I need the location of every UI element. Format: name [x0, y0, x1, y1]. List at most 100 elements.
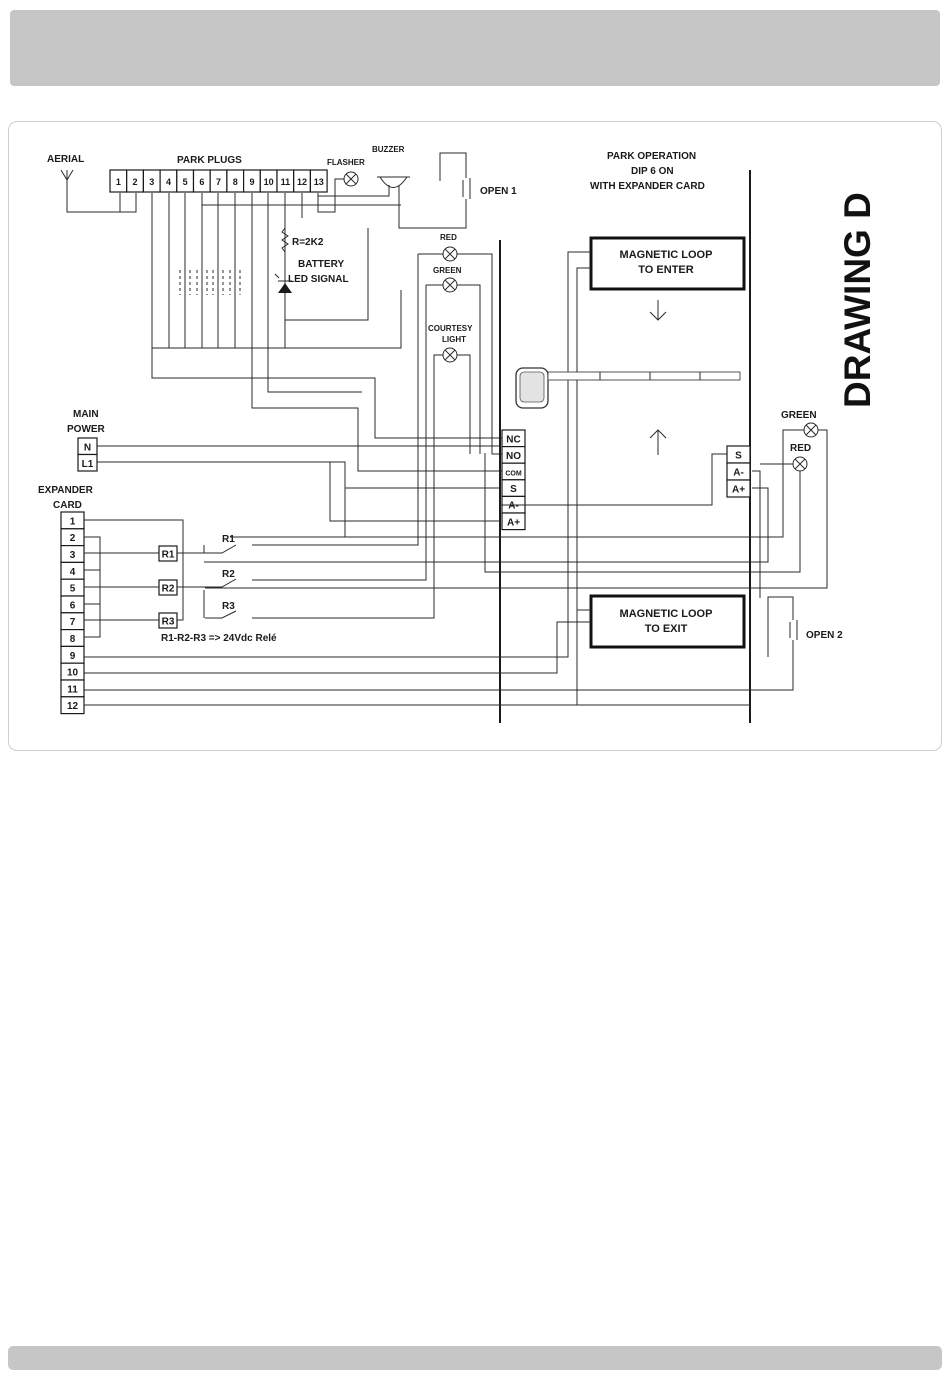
- relay3-switch-label: R3: [222, 601, 235, 612]
- svg-text:A-: A-: [733, 468, 744, 479]
- red-top-label: RED: [440, 233, 457, 242]
- resistor-label: R=2K2: [292, 237, 324, 248]
- terminal-com: COM: [501, 462, 526, 481]
- svg-text:R3: R3: [162, 617, 175, 628]
- aerial-label: AERIAL: [47, 154, 84, 165]
- buzzer-label: BUZZER: [372, 145, 405, 154]
- svg-text:S: S: [735, 451, 742, 462]
- svg-text:MAGNETIC LOOP: MAGNETIC LOOP: [620, 608, 713, 620]
- right-terminal-aminus: A-: [726, 462, 751, 481]
- svg-text:4: 4: [70, 567, 76, 578]
- header-bar: [10, 10, 940, 86]
- park-plug-terminal-10: 10: [259, 169, 278, 193]
- svg-text:9: 9: [249, 177, 254, 187]
- svg-text:5: 5: [70, 584, 76, 595]
- expander-line2: CARD: [53, 500, 82, 511]
- expander-terminal-8: 8: [60, 628, 85, 647]
- terminal-nc: NC: [501, 429, 526, 448]
- svg-text:N: N: [84, 442, 91, 453]
- park-plug-terminal-4: 4: [159, 169, 178, 193]
- park-plug-terminal-3: 3: [142, 169, 161, 193]
- svg-text:1: 1: [116, 177, 121, 187]
- terminal-s: S: [501, 479, 526, 497]
- park-plug-terminal-2: 2: [126, 169, 144, 193]
- red-lamp-top: [252, 246, 502, 546]
- svg-text:12: 12: [297, 177, 307, 187]
- park-plugs-label: PARK PLUGS: [177, 155, 242, 166]
- led-signal-label: LED SIGNAL: [288, 274, 349, 285]
- svg-text:A-: A-: [508, 501, 519, 512]
- relay-box-r2: R2: [158, 579, 178, 596]
- park-plug-terminal-11: 11: [276, 169, 295, 193]
- park-plug-terminal-13: 13: [309, 169, 328, 193]
- relay-box-r1: R1: [158, 545, 178, 562]
- park-plug-terminal-12: 12: [293, 169, 312, 193]
- resistor-icon: [281, 227, 289, 270]
- svg-text:R2: R2: [162, 584, 175, 595]
- expander-terminal-9: 9: [60, 645, 85, 664]
- expander-terminal-12: 12: [60, 696, 85, 715]
- svg-text:2: 2: [133, 177, 138, 187]
- central-terminal-block: NC NO COM S A- A+: [501, 429, 526, 531]
- svg-text:A+: A+: [507, 517, 520, 528]
- expander-terminal-2: 2: [60, 528, 85, 547]
- main-power-block: NL1: [77, 437, 98, 472]
- courtesy-label: COURTESY: [428, 324, 473, 333]
- relay2-switch-label: R2: [222, 569, 235, 580]
- open1-switch-icon: [400, 152, 471, 229]
- expander-terminal-6: 6: [60, 595, 85, 614]
- svg-text:COM: COM: [505, 471, 522, 478]
- barrier-gate-icon: [515, 367, 741, 409]
- power-terminal-n: N: [77, 437, 98, 456]
- footer-bar: [8, 1346, 942, 1370]
- green-top-label: GREEN: [433, 266, 462, 275]
- relay-box-r3: R3: [158, 612, 178, 629]
- expander-terminal-4: 4: [60, 561, 85, 580]
- svg-text:R1: R1: [162, 550, 175, 561]
- plug-bridges: [179, 270, 241, 295]
- right-block-wiring: [204, 453, 769, 598]
- diagram-frame: [8, 121, 942, 751]
- green-lamp-right: [205, 422, 828, 589]
- power-wiring: [97, 445, 500, 538]
- svg-text:10: 10: [67, 668, 79, 679]
- svg-text:NO: NO: [506, 451, 521, 462]
- relay1-switch-label: R1: [222, 534, 235, 545]
- battery-label: BATTERY: [298, 259, 344, 270]
- svg-text:13: 13: [314, 177, 324, 187]
- courtesy-light-lamp: [252, 347, 471, 619]
- svg-text:3: 3: [70, 550, 76, 561]
- loop-wiring: [84, 251, 591, 705]
- svg-text:4: 4: [166, 177, 171, 187]
- arrow-up-icon: [649, 429, 667, 455]
- flasher-lamp-icon: [317, 171, 359, 213]
- green-lamp-top: [252, 277, 481, 581]
- led-icon: [274, 273, 292, 293]
- terminal-aplus: A+: [501, 512, 526, 531]
- power-terminal-l1: L1: [77, 453, 98, 472]
- svg-text:6: 6: [199, 177, 204, 187]
- svg-text:8: 8: [70, 634, 76, 645]
- svg-text:6: 6: [70, 600, 76, 611]
- drawing-title: DRAWING D: [837, 192, 878, 408]
- right-terminal-block: SA-A+: [726, 445, 751, 498]
- park-plug-terminal-6: 6: [192, 169, 211, 193]
- park-operation-line2: DIP 6 ON: [631, 166, 674, 177]
- park-plug-terminal-5: 5: [176, 169, 195, 193]
- right-terminal-s: S: [726, 445, 751, 464]
- red-lamp-right: [484, 453, 808, 573]
- terminal-no: NO: [501, 446, 526, 464]
- light-label: LIGHT: [442, 335, 466, 344]
- relay-note: R1-R2-R3 => 24Vdc Relé: [161, 633, 277, 644]
- arrow-down-icon: [649, 300, 667, 321]
- open1-label: OPEN 1: [480, 186, 517, 197]
- svg-text:S: S: [510, 484, 517, 495]
- svg-text:1: 1: [70, 516, 76, 527]
- flasher-label: FLASHER: [327, 158, 365, 167]
- park-plug-terminal-9: 9: [243, 169, 261, 193]
- park-operation-line1: PARK OPERATION: [607, 151, 696, 162]
- svg-text:NC: NC: [506, 434, 520, 445]
